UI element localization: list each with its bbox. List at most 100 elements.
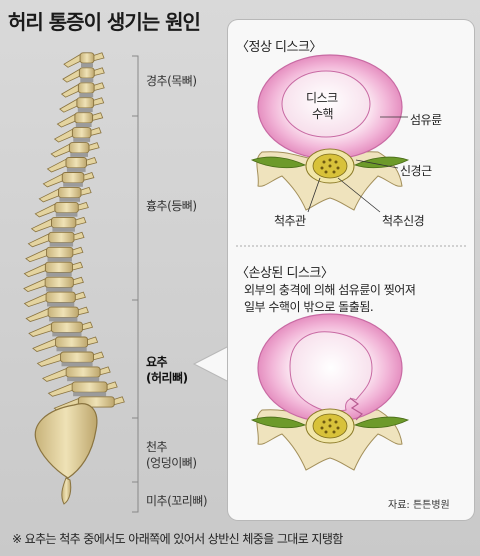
intervertebral-disc (46, 272, 72, 277)
spinous-process (32, 338, 56, 352)
spinous-process (63, 53, 81, 68)
damaged-cord-dots (320, 418, 340, 434)
region-brackets (132, 55, 139, 513)
transverse-process (83, 172, 95, 181)
damaged-desc-line-2: 일부 수핵이 밖으로 돌출됨. (244, 300, 374, 314)
transverse-process (75, 216, 87, 226)
coccyx-shape (61, 477, 72, 505)
intervertebral-disc (73, 392, 107, 397)
intervertebral-disc (79, 93, 94, 98)
transverse-process (73, 276, 84, 286)
intervertebral-disc (77, 108, 93, 112)
transverse-process (77, 201, 89, 211)
spinous-process (42, 173, 63, 188)
normal-nucleus (281, 70, 371, 138)
intervertebral-disc (55, 212, 78, 217)
damaged-disc-title: 〈손상된 디스크〉 (236, 266, 334, 281)
intervertebral-disc (49, 317, 78, 322)
footnote: ※ 요추는 척추 중에서도 아래쪽에 있어서 상반신 체중을 그대로 지탱함 (12, 532, 343, 546)
intervertebral-disc (81, 63, 93, 68)
spinous-process (23, 293, 47, 308)
label-coccyx: 미추(꼬리뼈) (146, 494, 208, 508)
spinous-process (38, 188, 59, 203)
bracket-coccyx (132, 481, 139, 513)
label-sacral-1: 천추 (146, 440, 168, 454)
transverse-process (72, 246, 84, 256)
intervertebral-disc (66, 167, 86, 172)
transverse-process (86, 157, 98, 166)
intervertebral-disc (46, 287, 73, 292)
intervertebral-disc (56, 347, 87, 352)
damaged-nerve-root-right (353, 416, 410, 429)
intervertebral-disc (47, 302, 75, 307)
normal-nerve-root-left (250, 156, 307, 169)
transverse-process (93, 82, 105, 92)
spinous-process (34, 203, 56, 218)
label-nerve-root: 신경근 (400, 164, 432, 178)
transverse-process (106, 381, 118, 391)
damaged-desc-line-1: 외부의 충격에 의해 섬유륜이 찢어져 (244, 283, 416, 297)
label-lumbar-2: (허리뼈) (146, 371, 188, 385)
intervertebral-disc (47, 257, 72, 262)
transverse-process (80, 186, 92, 196)
transverse-process (75, 291, 86, 301)
transverse-process (72, 261, 84, 271)
spinous-process (60, 83, 79, 98)
spinous-process (62, 68, 80, 83)
vertebrae-group (23, 52, 125, 412)
label-lumbar-1: 요추 (146, 355, 168, 369)
transverse-process (82, 321, 94, 331)
label-spinal-canal: 척추관 (274, 214, 306, 228)
annulus-tear (349, 397, 363, 421)
normal-leader-lines (307, 116, 408, 213)
transverse-process (87, 336, 99, 346)
spinous-process (53, 128, 73, 143)
intervertebral-disc (52, 227, 75, 232)
source-credit: 자료: 튼튼병원 (388, 500, 450, 511)
transverse-process (73, 231, 85, 241)
intervertebral-disc (61, 362, 93, 367)
damaged-nerve-root-left (250, 416, 307, 429)
spinous-process (50, 143, 70, 158)
intervertebral-disc (80, 78, 94, 83)
spinous-process (23, 263, 46, 278)
label-spinal-nerve: 척추신경 (382, 214, 425, 228)
spinous-process (56, 113, 76, 128)
transverse-process (93, 67, 105, 77)
spinous-process (28, 323, 52, 337)
spinous-process (46, 158, 67, 173)
transverse-process (99, 366, 111, 376)
label-annulus: 섬유륜 (410, 113, 442, 127)
intervertebral-disc (63, 182, 83, 187)
transverse-process (78, 306, 89, 316)
spinous-process (30, 218, 52, 233)
transverse-process (93, 52, 105, 62)
spinous-process (42, 368, 67, 382)
transverse-process (88, 142, 100, 151)
transverse-process (93, 351, 105, 361)
intervertebral-disc (49, 242, 74, 247)
normal-disc-title: 〈정상 디스크〉 (236, 40, 322, 55)
spinous-process (23, 278, 46, 293)
transverse-process (93, 97, 105, 106)
page-title: 허리 통증이 생기는 원인 (8, 10, 201, 34)
spinous-process (25, 308, 49, 322)
normal-nerve-root-right (353, 156, 410, 169)
intervertebral-disc (52, 332, 82, 337)
spine-illustration (23, 52, 139, 513)
spinous-process (27, 233, 49, 248)
label-disc: 디스크 (306, 91, 338, 105)
normal-cord-dots (320, 158, 340, 174)
spinous-process (47, 383, 73, 397)
intervertebral-disc (59, 197, 80, 202)
label-thoracic: 흉추(등뼈) (146, 199, 197, 213)
intervertebral-disc (70, 152, 88, 157)
spinous-process (59, 98, 78, 113)
intervertebral-disc (73, 137, 91, 142)
label-sacral-2: (엉덩이뼈) (146, 456, 197, 470)
spinous-process (36, 353, 61, 367)
transverse-process (113, 396, 125, 406)
label-nucleus: 수핵 (312, 107, 334, 121)
